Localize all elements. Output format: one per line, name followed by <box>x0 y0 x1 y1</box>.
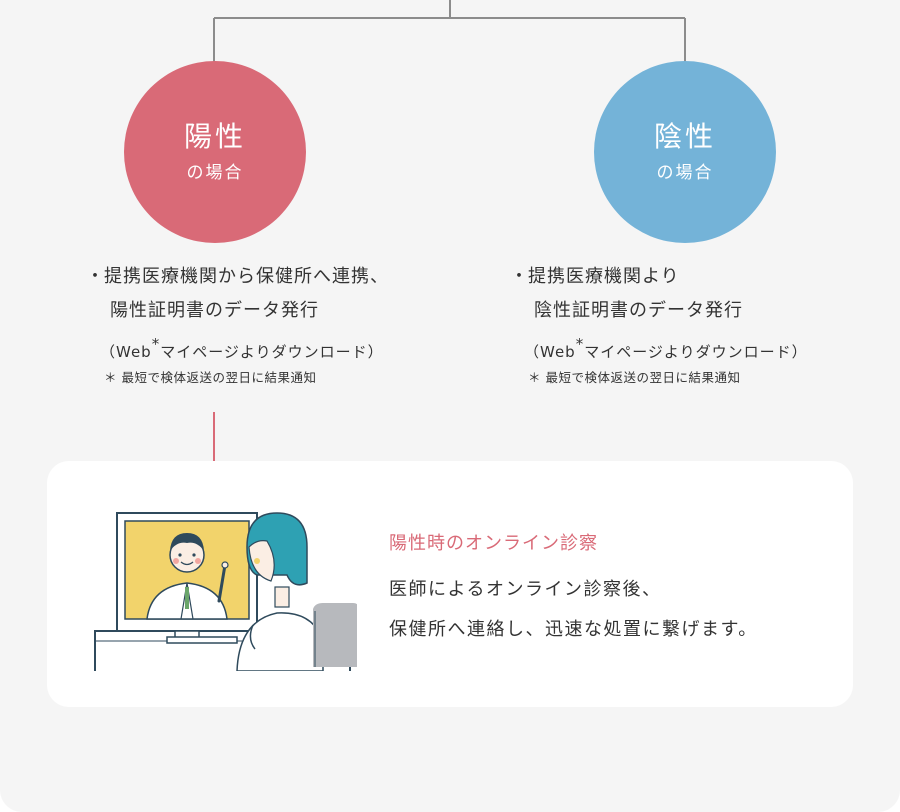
positive-footnote: ＊ 最短で検体返送の翌日に結果通知 <box>104 370 317 385</box>
asterisk: * <box>151 335 161 353</box>
negative-footnote: ＊ 最短で検体返送の翌日に結果通知 <box>528 370 741 385</box>
positive-line1: 提携医療機関から保健所へ連携、 <box>104 266 389 287</box>
positive-result: ・提携医療機関から保健所へ連携、 陽性証明書のデータ発行 （Web*マイページよ… <box>86 260 389 390</box>
bullet: ・ <box>510 266 529 287</box>
positive-line2: 陽性証明書のデータ発行 <box>110 300 319 321</box>
online-consultation-card: 陽性時のオンライン診察 医師によるオンライン診察後、 保健所へ連絡し、迅速な処置… <box>47 461 853 707</box>
online-consultation-title: 陽性時のオンライン診察 <box>389 533 598 554</box>
bullet: ・ <box>86 266 105 287</box>
positive-circle-subtitle: の場合 <box>186 163 244 183</box>
negative-circle-title: 陰性 <box>653 120 716 153</box>
positive-note: （Web*マイページよりダウンロード） <box>100 335 384 361</box>
negative-result: ・提携医療機関より 陰性証明書のデータ発行 （Web*マイページよりダウンロード… <box>510 260 808 390</box>
doctor-video-call-illustration <box>94 512 357 671</box>
online-consultation-body-line1: 医師によるオンライン診察後、 <box>389 579 662 600</box>
negative-line1: 提携医療機関より <box>528 266 680 287</box>
positive-circle: 陽性 の場合 <box>124 61 306 243</box>
asterisk: * <box>575 335 585 353</box>
positive-circle-title: 陽性 <box>183 120 246 153</box>
negative-line2: 陰性証明書のデータ発行 <box>534 300 743 321</box>
branch-connector <box>213 0 686 462</box>
negative-note: （Web*マイページよりダウンロード） <box>524 335 808 361</box>
online-consultation-body-line2: 保健所へ連絡し、迅速な処置に繋げます。 <box>389 619 758 640</box>
negative-circle-subtitle: の場合 <box>656 163 714 183</box>
negative-circle: 陰性 の場合 <box>594 61 776 243</box>
